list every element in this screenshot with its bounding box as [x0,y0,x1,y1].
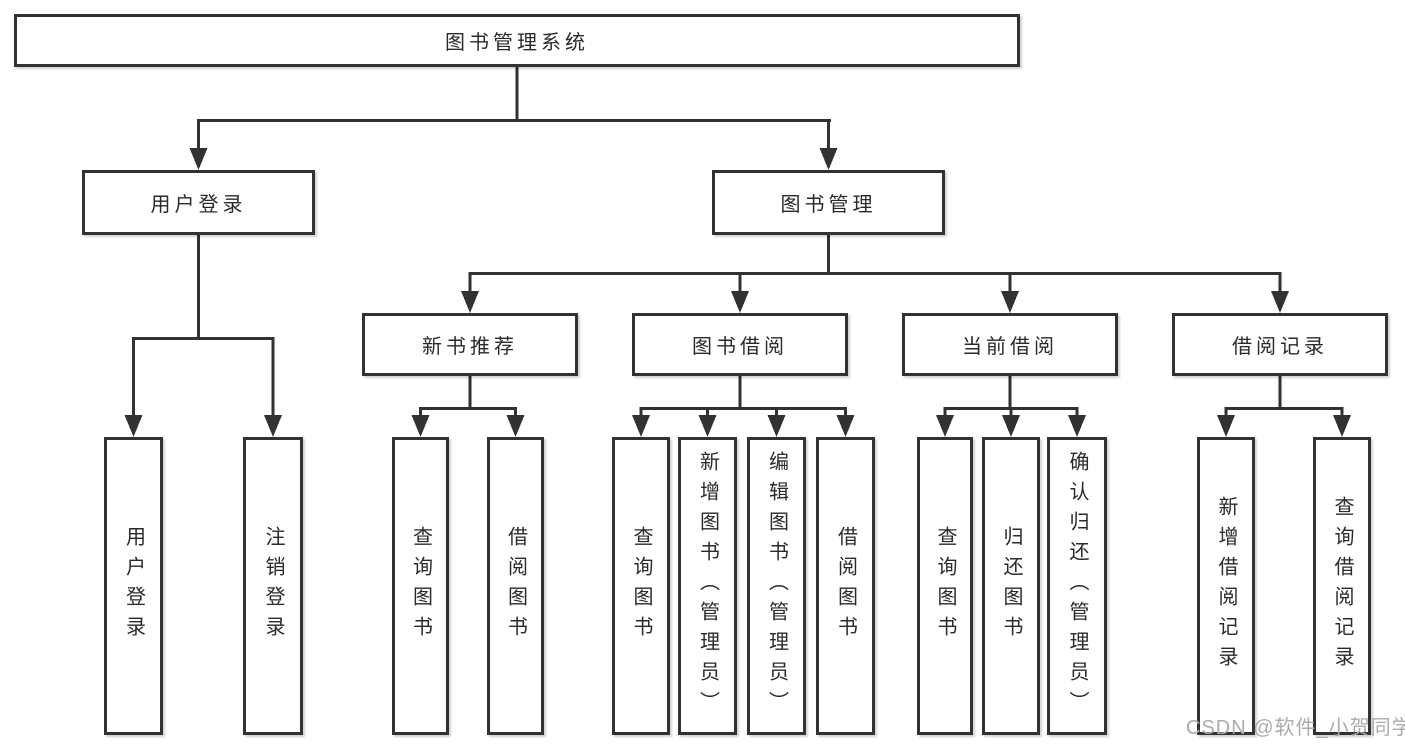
node-book-borrow: 图书借阅 [632,313,848,376]
connector-borrow-records [1217,376,1351,437]
leaf-logout: 注销登录 [243,437,303,735]
leaf-borrow-books-2-label: 借阅图书 [834,526,857,646]
leaf-user-login-label: 用户登录 [122,526,145,646]
node-new-book-recommend: 新书推荐 [362,313,578,376]
leaf-query-borrow-record-label: 查询借阅记录 [1331,496,1353,676]
leaf-borrow-books-1-label: 借阅图书 [504,526,527,646]
connector-current-borrow [936,376,1086,437]
leaf-confirm-return-admin-label: 确认归还（管理员） [1066,451,1088,721]
connector-root [189,67,838,170]
leaf-borrow-books-1: 借阅图书 [487,437,544,735]
leaf-confirm-return-admin: 确认归还（管理员） [1047,437,1107,735]
leaf-query-books-2-label: 查询图书 [630,526,652,646]
connector-new-book-recommend [411,376,525,437]
leaf-return-book-label: 归还图书 [1000,526,1022,646]
leaf-user-login: 用户登录 [104,437,163,735]
node-library-system: 图书管理系统 [14,14,1020,67]
node-current-borrow: 当前借阅 [902,313,1118,376]
node-user-login: 用户登录 [82,170,315,235]
leaf-query-books-1: 查询图书 [392,437,449,735]
leaf-borrow-books-2: 借阅图书 [816,437,875,735]
leaf-query-books-3: 查询图书 [917,437,973,735]
leaf-add-borrow-record: 新增借阅记录 [1197,437,1255,735]
connector-book-borrow [632,376,855,437]
node-borrow-records: 借阅记录 [1172,313,1388,376]
leaf-query-borrow-record: 查询借阅记录 [1313,437,1371,735]
leaf-query-books-3-label: 查询图书 [934,526,956,646]
leaf-query-books-2: 查询图书 [612,437,670,735]
connector-book-management [461,234,1289,313]
leaf-add-borrow-record-label: 新增借阅记录 [1215,496,1237,676]
leaf-return-book: 归还图书 [982,437,1040,735]
leaf-edit-book-admin: 编辑图书（管理员） [747,437,806,735]
leaf-logout-label: 注销登录 [262,526,284,646]
leaf-add-book-admin: 新增图书（管理员） [678,437,737,735]
node-book-management: 图书管理 [712,170,945,235]
leaf-add-book-admin-label: 新增图书（管理员） [696,451,719,721]
leaf-edit-book-admin-label: 编辑图书（管理员） [765,451,788,721]
connector-user-login [124,234,282,437]
watermark: CSDN @软件_小贺同学 [1186,717,1405,739]
leaf-query-books-1-label: 查询图书 [409,526,432,646]
